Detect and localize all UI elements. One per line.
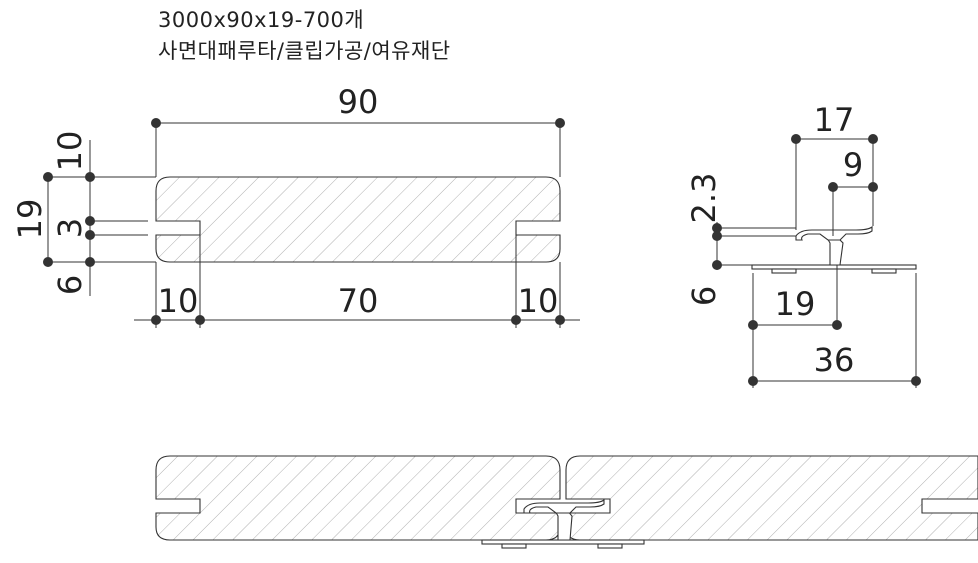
dim-dot <box>868 134 878 144</box>
dim-bottom-lip: 6 <box>51 275 89 295</box>
assembly-clip-wings <box>523 498 605 514</box>
dim-dot <box>791 134 801 144</box>
assembly-view <box>155 455 978 549</box>
dim-dot <box>151 315 161 325</box>
dim-dot <box>555 118 565 128</box>
dim-dot <box>85 172 95 182</box>
dim-clip-top-width: 17 <box>814 101 855 139</box>
header-line-2: 사면대패루타/클립가공/여유재단 <box>158 39 451 63</box>
header-line-1: 3000x90x19-700개 <box>158 8 365 32</box>
board-profile: 90 10 70 10 19 10 3 6 <box>11 83 580 328</box>
dim-dot <box>911 376 921 386</box>
dim-dot <box>748 320 758 330</box>
clip-profile: 17 9 2.3 6 19 36 <box>685 101 921 388</box>
dim-groove-width: 3 <box>51 218 89 238</box>
dim-dot <box>712 260 722 270</box>
dim-width: 90 <box>338 83 379 121</box>
assembly-clip-foot <box>597 543 623 549</box>
dim-dot <box>151 118 161 128</box>
dim-total-height: 19 <box>11 199 49 240</box>
clip-top-wings <box>795 225 873 241</box>
dim-dot <box>832 320 842 330</box>
dim-left-offset: 10 <box>158 282 199 320</box>
board-section <box>155 176 561 263</box>
clip-base-plate <box>751 264 917 270</box>
dim-middle-span: 70 <box>338 282 379 320</box>
clip-base-foot <box>771 268 797 274</box>
dim-clip-base-width: 36 <box>814 341 855 379</box>
dim-dot <box>85 216 95 226</box>
assembly-clip-foot <box>501 543 527 549</box>
dim-dot <box>555 315 565 325</box>
dim-clip-flange: 2.3 <box>685 173 723 224</box>
clip-base-foot <box>871 268 897 274</box>
assembly-board-right <box>565 455 978 541</box>
dim-dot <box>85 257 95 267</box>
dim-dot <box>85 230 95 240</box>
dim-top-lip: 10 <box>51 131 89 172</box>
assembly-clip <box>481 498 645 549</box>
dim-dot <box>828 182 838 192</box>
dim-dot <box>511 315 521 325</box>
dim-dot <box>195 315 205 325</box>
dim-dot <box>43 172 53 182</box>
dim-clip-top-half: 9 <box>843 146 863 184</box>
dim-dot <box>712 223 722 233</box>
dim-dot <box>868 182 878 192</box>
dim-dot <box>748 376 758 386</box>
dim-clip-base-half: 19 <box>775 285 816 323</box>
dim-clip-base-height: 6 <box>685 286 723 306</box>
dim-dot <box>43 257 53 267</box>
dim-right-offset: 10 <box>518 282 559 320</box>
assembly-board-left <box>155 455 561 541</box>
dim-dot <box>712 231 722 241</box>
assembly-clip-base <box>481 539 645 545</box>
